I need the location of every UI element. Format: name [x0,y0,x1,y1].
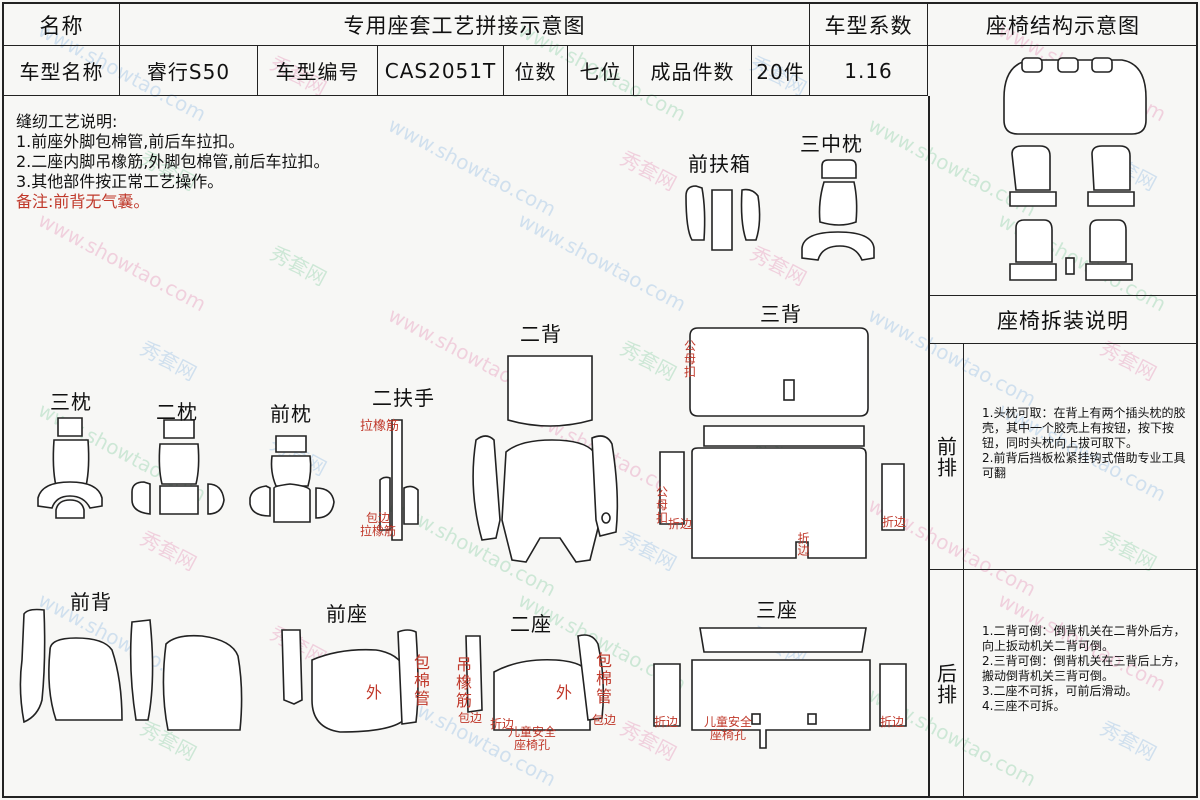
model-name-label: 车型名称 [4,46,120,96]
structure-header: 座椅结构示意图 [928,4,1198,46]
third-seat-pieces [653,627,907,749]
notes-heading: 缝纫工艺说明: [16,112,118,131]
front-back-pieces [19,608,243,731]
note-fold-edge-third-back-left: 折边 [668,517,693,531]
seats-value: 七位 [568,46,634,96]
name-header: 名称 [4,4,120,46]
pieces-value: 20件 [752,46,810,96]
note-fold-edge-third-seat-right: 折边 [880,715,905,729]
label-front-seat: 前座 [326,602,368,626]
note-buckle-third-side: 公 母 扣 [656,485,669,525]
label-third-seat: 三座 [756,598,798,622]
note-cotton-tube-front-seat: 包 棉 管 [414,653,431,708]
note-child-seat-hole-second: 儿童安全 座椅孔 [508,725,557,752]
front-row-cell [928,344,964,570]
model-code-label: 车型编号 [258,46,378,96]
second-armrest-pieces [379,419,419,541]
note-buckle-third-back: 公 母 扣 [684,339,697,379]
notes-line-1: 1.前座外脚包棉管,前后车拉扣。 [16,132,245,151]
note-fold-edge-third-back-right: 折边 [882,515,907,529]
seats-label: 位数 [504,46,568,96]
notes-line-2: 2.二座内脚吊橡筋,外脚包棉管,前后车拉扣。 [16,152,330,171]
label-third-pillow: 三枕 [50,390,92,414]
note-outer-front-seat: 外 [366,683,383,702]
structure-panel [928,46,1198,296]
note-child-seat-hole-third: 儿童安全 座椅孔 [704,715,753,742]
second-back-pieces [472,355,619,563]
third-mid-pillow-pieces [801,159,875,261]
front-row-instructions: 1.头枕可取：在背上有两个插头枕的胶壳，其中一个胶壳上有按钮，按下按钮，同时头枕… [982,406,1186,480]
note-wrap-pull-elastic: 包边 拉橡筋 [360,511,397,538]
page-title: 专用座套工艺拼接示意图 [120,4,810,46]
model-name: 睿行S50 [120,46,258,96]
rear-row-cell [928,570,964,798]
third-pillow-pieces [37,417,103,519]
label-second-seat: 二座 [510,612,552,636]
front-seat-pieces [281,629,419,733]
second-seat-pieces [465,634,605,731]
label-third-back: 三背 [760,302,802,326]
label-second-pillow: 二枕 [156,400,198,424]
notes-line-3: 3.其他部件按正常工艺操作。 [16,172,224,191]
label-front-pillow: 前枕 [270,402,312,426]
model-code: CAS2051T [378,46,504,96]
front-row-text-cell [964,344,1198,570]
note-wrap-edge-second-seat-left: 包边 [458,711,483,725]
note-fold-edge-third-back-mid: 折边 [796,532,810,556]
notes-remark: 备注:前背无气囊。 [16,192,150,211]
note-outer-second-seat: 外 [556,683,573,702]
front-row-label: 前排 [933,436,958,478]
pieces-label: 成品件数 [634,46,752,96]
note-hang-elastic-second-seat: 吊 橡 筋 [456,655,473,710]
seat-structure-diagram [1003,57,1147,281]
label-third-mid-pillow: 三中枕 [800,132,863,156]
rear-row-label: 后排 [933,663,958,705]
note-fold-edge-second-seat: 折边 [490,717,515,731]
side-divider [928,96,930,798]
second-pillow-pieces [131,419,225,515]
front-pillow-pieces [249,435,335,523]
third-back-pieces [659,327,905,559]
sewing-notes: 缝纫工艺说明: 1.前座外脚包棉管,前后车拉扣。 2.二座内脚吊橡筋,外脚包棉管… [16,112,329,212]
front-armbox-pieces [685,185,761,251]
label-front-back: 前背 [70,590,112,614]
note-cotton-tube-second-seat: 包 棉 管 [596,651,613,706]
rear-row-instructions: 1.二背可倒：倒背机关在二背外后方，向上扳动机关二背可倒。 2.三背可倒：倒背机… [982,624,1186,713]
disassembly-header: 座椅拆装说明 [928,296,1198,344]
coef-value: 1.16 [810,46,928,96]
note-pull-elastic: 拉橡筋 [360,419,400,434]
note-wrap-edge-second-seat-right: 包边 [592,713,617,727]
label-second-back: 二背 [520,322,562,346]
coef-header: 车型系数 [810,4,928,46]
label-front-armbox: 前扶箱 [688,152,751,176]
label-second-armrest: 二扶手 [372,386,435,410]
note-fold-edge-third-seat-left: 折边 [654,715,679,729]
